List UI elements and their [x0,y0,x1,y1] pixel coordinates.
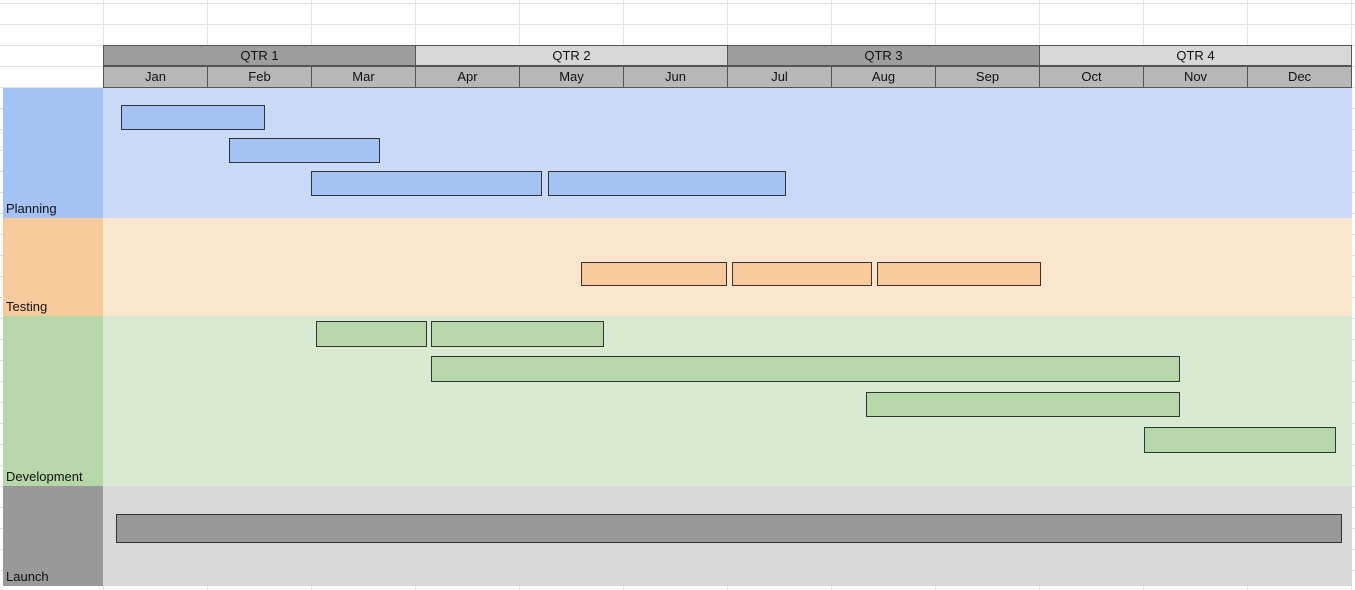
month-header-sep[interactable]: Sep [935,66,1040,88]
month-header-dec[interactable]: Dec [1247,66,1352,88]
phase-label-planning[interactable]: Planning [3,88,103,218]
development-task-bar[interactable] [1144,427,1336,453]
testing-task-bar[interactable] [732,262,872,286]
planning-task-bar[interactable] [229,138,380,163]
development-task-bar[interactable] [316,321,427,347]
month-header-feb[interactable]: Feb [207,66,312,88]
month-header-oct[interactable]: Oct [1039,66,1144,88]
phase-label-launch[interactable]: Launch [3,486,103,586]
month-header-jul[interactable]: Jul [727,66,832,88]
quarter-header-4[interactable]: QTR 4 [1039,45,1352,66]
phase-label-testing-text: Testing [6,299,48,314]
development-task-bar[interactable] [431,321,604,347]
planning-task-bar[interactable] [548,171,786,196]
launch-task-bar[interactable] [116,514,1342,543]
phase-label-development-text: Development [6,469,83,484]
development-task-bar[interactable] [866,392,1180,417]
planning-task-bar[interactable] [121,105,265,130]
phase-band-testing[interactable] [103,218,1352,316]
testing-task-bar[interactable] [581,262,727,286]
testing-task-bar[interactable] [877,262,1041,286]
month-header-jan[interactable]: Jan [103,66,208,88]
month-header-jun[interactable]: Jun [623,66,728,88]
development-task-bar[interactable] [431,356,1180,382]
phase-label-development[interactable]: Development [3,316,103,486]
quarter-header-1[interactable]: QTR 1 [103,45,416,66]
phase-label-planning-text: Planning [6,201,57,216]
phase-label-testing[interactable]: Testing [3,218,103,316]
month-header-nov[interactable]: Nov [1143,66,1248,88]
month-header-apr[interactable]: Apr [415,66,520,88]
quarter-header-3[interactable]: QTR 3 [727,45,1040,66]
phase-label-launch-text: Launch [6,569,49,584]
quarter-header-2[interactable]: QTR 2 [415,45,728,66]
planning-task-bar[interactable] [311,171,542,196]
month-header-mar[interactable]: Mar [311,66,416,88]
month-header-may[interactable]: May [519,66,624,88]
month-header-aug[interactable]: Aug [831,66,936,88]
